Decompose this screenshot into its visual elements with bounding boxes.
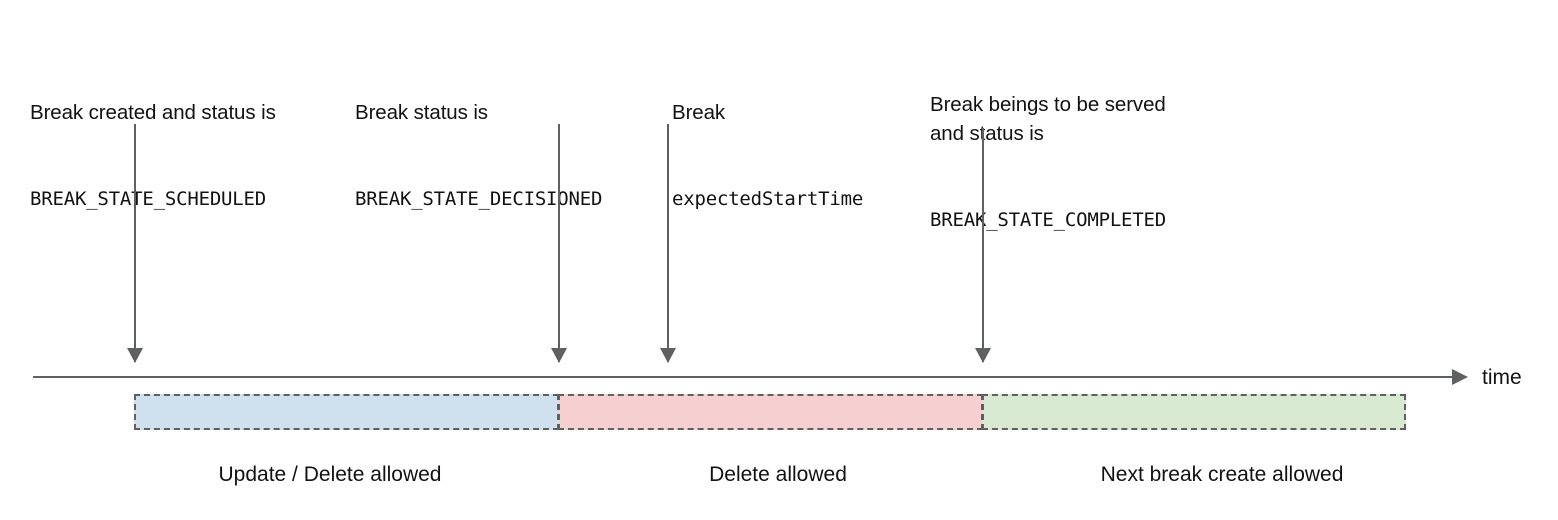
arrow-shaft [558, 124, 560, 362]
annotation-completed: Break beings to be served and status is … [930, 32, 1166, 293]
annotation-scheduled: Break created and status is BREAK_STATE_… [30, 40, 276, 272]
down-arrow-icon-scheduled [124, 124, 146, 363]
arrow-head [127, 348, 143, 363]
arrow-shaft [667, 124, 669, 362]
annotation-completed-state: BREAK_STATE_COMPLETED [930, 209, 1167, 231]
phase-caption-update-delete: Update / Delete allowed [218, 463, 442, 486]
arrow-shaft [982, 128, 984, 362]
phase-bar-delete [558, 394, 983, 430]
annotation-expected-start-field: expectedStartTime [672, 188, 864, 210]
right-arrow-icon-time-axis [1452, 369, 1468, 385]
annotation-expected-start-prose: Break [672, 101, 726, 124]
time-axis-label: time [1482, 366, 1522, 389]
annotation-scheduled-prose: Break created and status is [30, 101, 276, 124]
annotation-scheduled-state: BREAK_STATE_SCHEDULED [30, 188, 267, 210]
down-arrow-icon-expected-start [657, 124, 679, 363]
down-arrow-icon-completed [972, 128, 994, 363]
down-arrow-icon-decisioned [548, 124, 570, 363]
arrow-head [975, 348, 991, 363]
annotation-decisioned-prose: Break status is [355, 101, 488, 124]
phase-caption-next-break: Next break create allowed [1100, 463, 1344, 486]
annotation-decisioned-state: BREAK_STATE_DECISIONED [355, 188, 603, 210]
phase-bar-next-break [982, 394, 1406, 430]
annotation-expected-start: Break expectedStartTime [672, 40, 863, 272]
phase-caption-delete: Delete allowed [709, 463, 847, 486]
phase-bar-update-delete [134, 394, 559, 430]
arrow-shaft [134, 124, 136, 362]
annotation-completed-prose: Break beings to be served and status is [930, 93, 1166, 145]
arrow-head [660, 348, 676, 363]
arrow-head [551, 348, 567, 363]
time-axis-line [33, 376, 1458, 378]
annotation-decisioned: Break status is BREAK_STATE_DECISIONED [355, 40, 602, 272]
